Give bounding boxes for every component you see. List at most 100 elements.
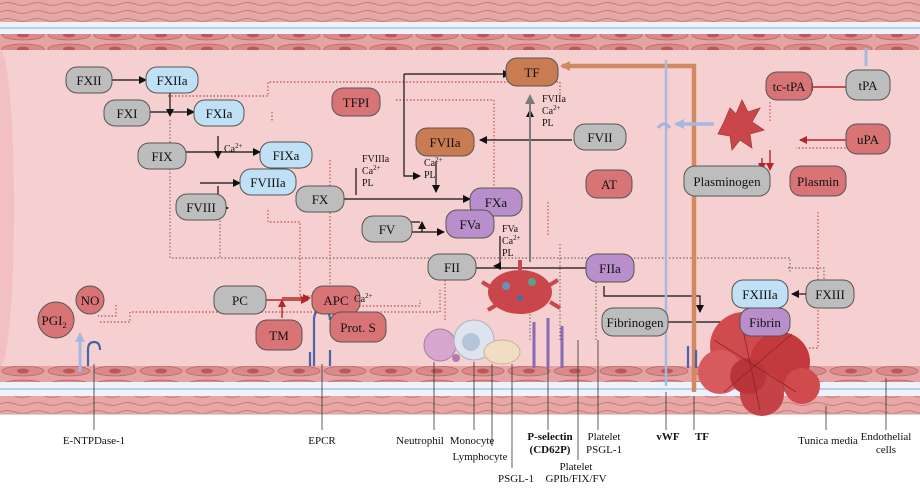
svg-text:AT: AT <box>601 177 617 192</box>
svg-text:FXIIIa: FXIIIa <box>742 287 778 302</box>
svg-text:Ca2+: Ca2+ <box>542 104 561 117</box>
svg-text:FXIIa: FXIIa <box>156 73 187 88</box>
svg-text:FII: FII <box>444 260 460 275</box>
node-fviia: FVIIa <box>415 127 475 157</box>
vessel-top-wall <box>0 0 920 50</box>
node-tfpi: TFPI <box>331 87 381 117</box>
svg-text:FVII: FVII <box>587 130 612 145</box>
svg-text:FVa: FVa <box>460 217 481 232</box>
node-fx: FX <box>295 185 345 213</box>
svg-text:FVIIa: FVIIa <box>542 94 566 105</box>
node-at: AT <box>585 169 633 199</box>
svg-text:Ca2+: Ca2+ <box>424 156 443 169</box>
svg-text:FVIIIa: FVIIIa <box>362 154 390 165</box>
label-platelet-gp: Platelet <box>560 461 593 473</box>
leukocytes <box>423 319 521 365</box>
label-endothelial: Endothelial <box>861 431 912 443</box>
label-platelet-psgl: Platelet <box>588 431 621 443</box>
leader-lines <box>93 340 887 468</box>
node-prots: Prot. S <box>329 311 387 343</box>
node-tpa: tPA <box>845 69 891 101</box>
svg-text:uPA: uPA <box>857 132 880 147</box>
node-fii: FII <box>427 253 477 281</box>
vessel-bottom-wall <box>0 366 920 414</box>
node-tm: TM <box>255 319 303 351</box>
node-fvii: FVII <box>573 123 627 151</box>
svg-text:FXIa: FXIa <box>206 106 233 121</box>
node-tf: TF <box>505 57 559 87</box>
cofactor-fva: FVa Ca2+ PL <box>502 224 521 259</box>
svg-text:tc-tPA: tc-tPA <box>773 79 806 94</box>
svg-text:FVIII: FVIII <box>186 200 216 215</box>
node-fxiii: FXIII <box>805 279 855 309</box>
svg-text:Plasmin: Plasmin <box>797 174 839 189</box>
node-tctpa: tc-tPA <box>765 71 813 101</box>
node-fxa: FXa <box>469 187 523 217</box>
node-fv: FV <box>361 215 413 243</box>
label-platelet-gp-2: GPIb/FIX/FV <box>545 473 606 485</box>
node-plasminogen: Plasminogen <box>683 165 771 197</box>
svg-text:FXII: FXII <box>76 73 101 88</box>
cofactor-fviia: FVIIa Ca2+ PL <box>542 94 566 129</box>
node-upa: uPA <box>845 123 891 155</box>
node-fiia: FIIa <box>585 253 635 283</box>
svg-text:FV: FV <box>379 222 396 237</box>
node-fxiiia: FXIIIa <box>731 279 789 309</box>
node-fibrinogen: Fibrinogen <box>601 307 669 337</box>
label-cd62p: (CD62P) <box>530 444 571 456</box>
svg-text:FIX: FIX <box>152 149 174 164</box>
lumen-edge <box>0 50 14 366</box>
svg-text:FVIIIa: FVIIIa <box>250 175 286 190</box>
svg-text:PL: PL <box>542 118 554 129</box>
svg-text:TF: TF <box>524 65 539 80</box>
svg-text:Ca2+: Ca2+ <box>502 234 521 247</box>
svg-text:PL: PL <box>424 170 436 181</box>
svg-text:FXIII: FXIII <box>815 287 845 302</box>
svg-text:PGI2: PGI2 <box>42 313 67 330</box>
svg-text:TFPI: TFPI <box>343 95 370 110</box>
platelet-cluster <box>480 260 562 314</box>
node-fxiia: FXIIa <box>145 66 199 94</box>
svg-text:TM: TM <box>269 328 289 343</box>
label-psgl1: PSGL-1 <box>498 473 534 485</box>
svg-text:FXa: FXa <box>485 195 508 210</box>
label-entpdase: E-NTPDase-1 <box>63 435 125 447</box>
node-fxi: FXI <box>103 99 151 127</box>
receptors <box>532 318 564 368</box>
node-fixa: FIXa <box>259 141 313 169</box>
svg-text:tPA: tPA <box>858 78 878 93</box>
svg-text:NO: NO <box>81 293 100 308</box>
node-fxia: FXIa <box>193 99 245 127</box>
label-tunica: Tunica media <box>798 435 858 447</box>
node-fxii: FXII <box>65 66 113 94</box>
label-neutrophil: Neutrophil <box>396 435 444 447</box>
tf-arrow <box>560 61 697 392</box>
svg-text:FXI: FXI <box>117 106 138 121</box>
label-pselectin: P-selectin <box>527 431 572 443</box>
node-fibrin: Fibrin <box>739 307 791 337</box>
node-fva: FVa <box>445 209 495 239</box>
label-cells: cells <box>876 444 896 456</box>
node-no: NO <box>75 285 105 315</box>
node-pc: PC <box>213 285 267 315</box>
svg-text:Fibrinogen: Fibrinogen <box>606 315 664 330</box>
ca-fxia: Ca2+ <box>224 142 243 155</box>
activated-platelet <box>717 99 765 151</box>
label-epcr: EPCR <box>308 435 336 447</box>
svg-text:PL: PL <box>502 248 514 259</box>
label-tf: TF <box>695 431 709 443</box>
svg-text:Fibrin: Fibrin <box>749 315 781 330</box>
svg-text:FVa: FVa <box>502 224 519 235</box>
svg-text:Prot. S: Prot. S <box>340 320 375 335</box>
node-fviii: FVIII <box>175 193 227 221</box>
svg-text:APC: APC <box>323 293 348 308</box>
node-apc: APC <box>311 285 361 315</box>
svg-text:PC: PC <box>232 293 248 308</box>
node-plasmin: Plasmin <box>789 165 847 197</box>
node-fix: FIX <box>137 142 187 170</box>
node-fviiia: FVIIIa <box>239 168 297 196</box>
svg-text:FIIa: FIIa <box>599 261 621 276</box>
label-monocyte: Monocyte <box>450 435 495 447</box>
label-lymphocyte: Lymphocyte <box>453 451 508 463</box>
